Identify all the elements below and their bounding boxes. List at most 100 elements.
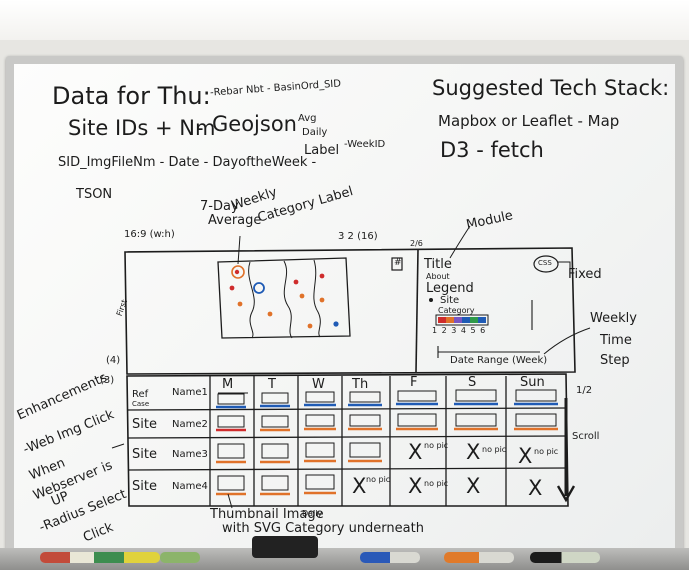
no-pic-label: no pic bbox=[424, 441, 449, 450]
legend-site-label: Site bbox=[440, 295, 460, 306]
legend-swatch bbox=[438, 317, 446, 323]
data-label: Label bbox=[304, 143, 340, 158]
grid-day-f: F bbox=[410, 375, 418, 390]
data-daily: Daily bbox=[302, 127, 328, 138]
grid-day-m: M bbox=[222, 377, 234, 392]
legend-heading: Legend bbox=[426, 281, 474, 296]
grid-day-th: Th bbox=[352, 377, 369, 392]
grid-row-site-3: Site bbox=[132, 447, 157, 462]
css-badge-label: CSS bbox=[538, 259, 552, 267]
legend-swatch bbox=[446, 317, 454, 323]
fourth-note: (4) bbox=[106, 355, 121, 366]
thumb-row-1 bbox=[216, 389, 558, 409]
eraser[interactable] bbox=[252, 536, 318, 558]
marker-pen-blue[interactable] bbox=[360, 552, 420, 563]
marker-pen-orange[interactable] bbox=[444, 552, 514, 563]
tech-stack-title: Suggested Tech Stack: bbox=[432, 76, 670, 100]
grid-row-line bbox=[127, 435, 568, 439]
map-site-dot bbox=[231, 265, 245, 279]
tech-stack-d3: D3 - fetch bbox=[440, 138, 544, 162]
data-line1-dash: - bbox=[196, 116, 204, 140]
weekly-time-step-2: Time bbox=[600, 333, 632, 348]
map-panel-icon: # bbox=[394, 258, 402, 268]
grid-row-site-2: Site bbox=[132, 417, 157, 432]
legend-bar-frame bbox=[435, 314, 489, 326]
no-pic-label: no pic bbox=[482, 445, 507, 454]
thumb-daily: Daily bbox=[302, 509, 323, 518]
marker-pen-black[interactable] bbox=[530, 552, 600, 563]
grid-day-s: S bbox=[468, 375, 477, 390]
date-range-label: Date Range (Week) bbox=[450, 355, 548, 366]
size-note: 3 2 (16) bbox=[338, 231, 378, 242]
weekly-arrow bbox=[237, 235, 241, 265]
map-site-dot bbox=[307, 323, 313, 329]
map-site-dot bbox=[237, 301, 243, 307]
half-note: 1/2 bbox=[576, 385, 593, 396]
grid-ref-label: Ref bbox=[132, 389, 149, 400]
enhancements-sub: (3) bbox=[100, 375, 115, 386]
data-line1: Site IDs + Nm bbox=[68, 116, 216, 140]
no-pic-x: X bbox=[466, 474, 481, 498]
legend-swatch bbox=[462, 317, 470, 323]
map-site-dot bbox=[293, 279, 299, 285]
map-site-dot bbox=[253, 282, 265, 294]
css-badge bbox=[533, 255, 559, 273]
module-arrow bbox=[449, 225, 471, 259]
weekly-time-step-3: Step bbox=[600, 353, 630, 368]
data-title: Data for Thu: bbox=[52, 82, 211, 110]
average-note: Average bbox=[208, 213, 262, 228]
no-pic-x: X bbox=[352, 474, 367, 498]
grid-row-line bbox=[127, 407, 568, 411]
no-pic-x: X bbox=[528, 476, 543, 500]
size-small-note: 2/6 bbox=[410, 239, 423, 248]
legend-scale-numbers: 1 2 3 4 5 6 bbox=[432, 326, 487, 335]
tech-stack-map: Mapbox or Leaflet - Map bbox=[438, 112, 620, 130]
scroll-arrow-head bbox=[556, 485, 576, 503]
map-site-dot bbox=[319, 273, 325, 279]
thumb-row-2 bbox=[216, 413, 558, 432]
map-site-dot bbox=[319, 297, 325, 303]
grid-day-sun: Sun bbox=[520, 375, 545, 390]
thumb-row-3 bbox=[216, 442, 382, 464]
data-weekid: -WeekID bbox=[344, 139, 386, 150]
no-pic-label: no pic bbox=[424, 479, 449, 488]
grid-ref-sub: Case bbox=[132, 400, 150, 408]
legend-title: Title bbox=[424, 257, 452, 272]
grid-row-line bbox=[127, 467, 568, 471]
map-boundary-1 bbox=[248, 261, 255, 339]
thumb-caption-1: Thumbnail Image bbox=[210, 507, 324, 522]
map-boundary-2 bbox=[283, 260, 293, 339]
enhancement-tick bbox=[111, 443, 125, 449]
data-line1-geojson: Geojson bbox=[212, 112, 297, 136]
marker-pen-green[interactable] bbox=[160, 552, 200, 563]
legend-swatch bbox=[454, 317, 462, 323]
no-pic-x: X bbox=[466, 440, 481, 464]
grid-day-t: T bbox=[268, 377, 276, 392]
grid-row-name-1: Name1 bbox=[172, 387, 208, 398]
grid-row-name-4: Name4 bbox=[172, 481, 208, 492]
legend-swatch bbox=[478, 317, 486, 323]
legend-site-dot bbox=[429, 298, 433, 302]
aspect-ratio-note: 16:9 (w:h) bbox=[124, 229, 175, 240]
fixed-arrow bbox=[558, 261, 571, 276]
no-pic-x: X bbox=[408, 440, 423, 464]
time-step-arrow bbox=[543, 327, 591, 355]
data-avg: Avg bbox=[298, 113, 317, 124]
fixed-note: Fixed bbox=[568, 267, 602, 282]
data-line2: SID_ImgFileNm - Date - DayoftheWeek - bbox=[58, 155, 317, 170]
map-site-dot bbox=[267, 311, 273, 317]
grid-row-name-3: Name3 bbox=[172, 449, 208, 460]
map-icon-box bbox=[391, 257, 403, 271]
map-site-dot bbox=[229, 285, 235, 291]
legend-divider bbox=[415, 249, 419, 373]
grid-outline bbox=[126, 373, 569, 507]
map-site-dot bbox=[333, 321, 339, 327]
marker-pens-left[interactable] bbox=[40, 552, 160, 563]
legend-category-label: Category bbox=[438, 306, 475, 315]
scroll-note: Scroll bbox=[572, 431, 600, 442]
weekly-time-step-1: Weekly bbox=[590, 311, 637, 326]
map-boundary-3 bbox=[313, 259, 321, 338]
thumb-caption-2: with SVG Category underneath bbox=[222, 521, 424, 536]
no-pic-label: no pic bbox=[366, 475, 391, 484]
